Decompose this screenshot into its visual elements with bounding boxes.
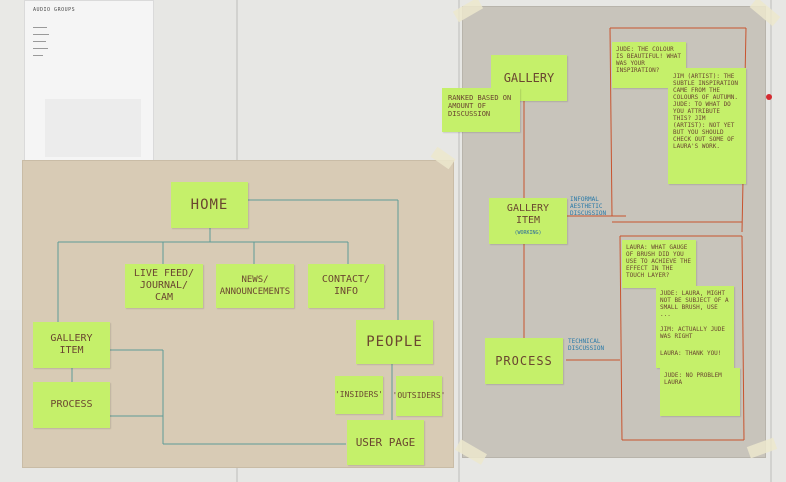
annotation-technical: TECHNICAL DISCUSSION bbox=[568, 338, 605, 352]
printed-sheet: AUDIO GROUPS bbox=[24, 0, 154, 180]
printout-line bbox=[33, 48, 48, 49]
note-gallery-item: GALLERY ITEM bbox=[33, 322, 110, 368]
gallery-item-sub: (WORKING) bbox=[514, 230, 542, 236]
printout-title: AUDIO GROUPS bbox=[33, 7, 76, 13]
note-comment: JIM: ACTUALLY JUDE WAS RIGHT bbox=[656, 322, 734, 346]
note-process-right: PROCESS bbox=[485, 338, 563, 384]
note-news: NEWS/ ANNOUNCEMENTS bbox=[216, 264, 294, 308]
note-comment: LAURA: WHAT GAUGE OF BRUSH DID YOU USE T… bbox=[622, 240, 696, 288]
push-pin-icon bbox=[766, 94, 772, 100]
note-user-page: USER PAGE bbox=[347, 420, 424, 465]
note-home: HOME bbox=[171, 182, 248, 228]
note-comment: LAURA: THANK YOU! bbox=[656, 346, 734, 368]
printout-image-block bbox=[45, 99, 141, 157]
note-live-feed: LIVE FEED/ JOURNAL/ CAM bbox=[125, 264, 203, 308]
note-comment: JUDE: LAURA, MIGHT NOT BE SUBJECT OF A S… bbox=[656, 286, 734, 322]
printout-line bbox=[33, 27, 47, 28]
note-people: PEOPLE bbox=[356, 320, 433, 364]
annotation-informal: INFORMAL AESTHETIC DISCUSSION bbox=[570, 196, 607, 217]
printout-line bbox=[33, 34, 49, 35]
note-ranked: RANKED BASED ON AMOUNT OF DISCUSSION bbox=[442, 88, 520, 132]
note-process: PROCESS bbox=[33, 382, 110, 428]
gallery-item-label: GALLERY ITEM bbox=[506, 203, 550, 226]
printout-line bbox=[33, 41, 46, 42]
note-gallery-item-right: GALLERY ITEM (WORKING) bbox=[489, 198, 567, 244]
note-comment: JIM (ARTIST): THE SUBTLE INSPIRATION CAM… bbox=[668, 68, 746, 184]
wall-seam bbox=[458, 0, 460, 482]
note-outsiders: 'OUTSIDERS' bbox=[393, 376, 446, 416]
note-insiders: 'INSIDERS' bbox=[335, 376, 383, 414]
note-contact: CONTACT/ INFO bbox=[308, 264, 384, 308]
note-comment: JUDE: NO PROBLEM LAURA bbox=[660, 368, 740, 416]
wall-seam bbox=[770, 0, 772, 482]
printout-line bbox=[33, 55, 43, 56]
